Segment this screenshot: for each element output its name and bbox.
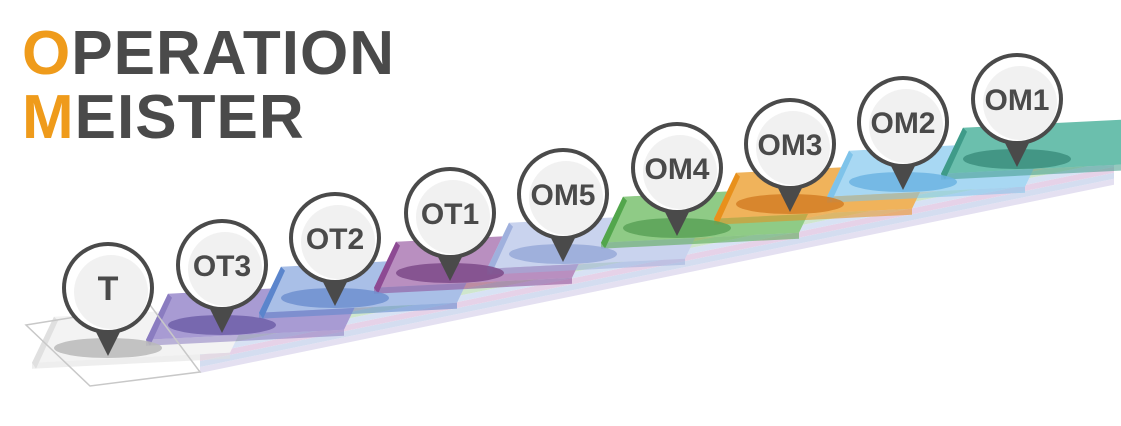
- pin-pointer: [663, 208, 691, 236]
- step-tile-edge: [601, 196, 627, 249]
- step-tile-front: [827, 186, 1025, 203]
- pin-face-shade: [301, 205, 375, 279]
- step-tile-front: [374, 277, 572, 294]
- step-label: OT3: [193, 250, 251, 283]
- title-line-meister: MEISTER: [22, 86, 395, 150]
- pin-face-shade: [529, 161, 603, 235]
- step-pin-om4[interactable]: OM4: [623, 122, 731, 238]
- step-pin-t[interactable]: T: [54, 242, 162, 358]
- app-title: OPERATION MEISTER: [22, 22, 395, 150]
- step-tile-edge: [146, 293, 172, 346]
- step-pin-om3[interactable]: OM3: [736, 98, 844, 214]
- step-pin-om5[interactable]: OM5: [509, 148, 617, 264]
- step-label: T: [98, 270, 119, 308]
- step-tile-front: [487, 258, 685, 275]
- step-tile-edge: [487, 222, 513, 275]
- step-label: OM1: [984, 84, 1049, 117]
- pin-pointer: [1003, 139, 1031, 167]
- step-label: OT1: [421, 198, 479, 231]
- step-tile-edge: [259, 266, 285, 319]
- step-label: OM3: [757, 129, 822, 162]
- base-stripe: [200, 178, 1114, 373]
- step-label: OM4: [644, 153, 709, 186]
- title-line-operation: OPERATION: [22, 22, 395, 86]
- pin-pointer: [889, 162, 917, 190]
- step-pins: T OT3 OT2 OT1 OM5 OM4 OM3 OM2 OM1: [54, 53, 1071, 358]
- step-tile-edge: [374, 241, 400, 294]
- step-tile-edge: [827, 150, 853, 203]
- pin-pointer: [208, 305, 236, 333]
- step-label: OT2: [306, 223, 364, 256]
- step-tile-front: [32, 352, 230, 369]
- step-tile-front: [601, 232, 799, 249]
- step-pin-ot3[interactable]: OT3: [168, 219, 276, 335]
- pin-pointer: [436, 253, 464, 281]
- title-initial-m: M: [22, 83, 75, 152]
- step-tiles: [24, 119, 1121, 387]
- pin-face-shade: [416, 180, 490, 254]
- step-tile-front: [259, 302, 457, 319]
- title-initial-o: O: [22, 19, 72, 88]
- title-rest-meister: EISTER: [74, 83, 305, 152]
- step-tile-front: [714, 208, 912, 225]
- base-stripe: [200, 172, 1114, 367]
- title-rest-operation: PERATION: [71, 19, 395, 88]
- step-pin-ot1[interactable]: OT1: [396, 167, 504, 283]
- pin-face-shade: [643, 135, 717, 209]
- pin-face-shade: [188, 232, 262, 306]
- pin-pointer: [776, 184, 804, 212]
- pin-face-shade: [756, 111, 830, 185]
- pin-face-shade: [74, 255, 148, 329]
- pin-pointer: [94, 328, 122, 356]
- pin-pointer: [549, 234, 577, 262]
- step-tile-front: [146, 329, 344, 346]
- step-tile-front: [941, 164, 1121, 180]
- step-pin-om1[interactable]: OM1: [963, 53, 1071, 169]
- step-pin-ot2[interactable]: OT2: [281, 192, 389, 308]
- step-label: OM2: [870, 107, 935, 140]
- step-label: OM5: [530, 179, 595, 212]
- step-tile-edge: [941, 127, 967, 180]
- step-pin-om2[interactable]: OM2: [849, 76, 957, 192]
- pin-face-shade: [869, 89, 943, 163]
- step-tile-edge: [714, 172, 740, 225]
- pin-pointer: [321, 278, 349, 306]
- pin-face-shade: [983, 66, 1057, 140]
